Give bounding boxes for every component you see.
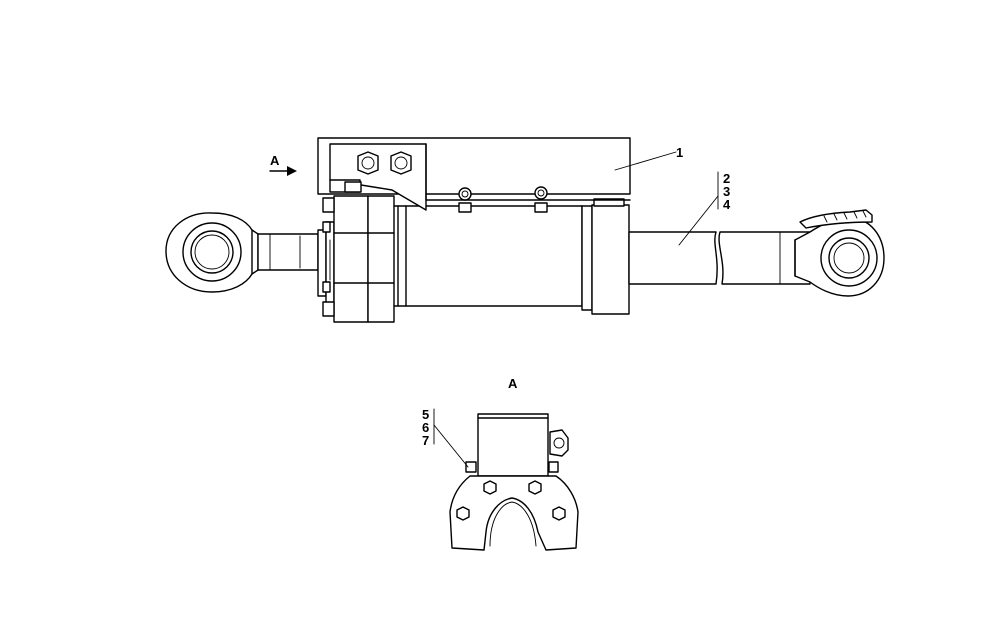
sensor-housing: [477, 413, 549, 477]
callout-6-label: 6: [422, 420, 429, 435]
view-a-title: A: [508, 376, 518, 391]
callout-2-label: 2: [723, 171, 730, 186]
callout-4-label: 4: [723, 197, 731, 212]
callout-5-label: 5: [422, 407, 429, 422]
mounting-flange: [449, 475, 579, 551]
callout-7-label: 7: [422, 433, 429, 448]
callout-1: 1: [614, 145, 683, 171]
view-arrow-label: A: [270, 153, 280, 168]
cylinder-barrel: [393, 205, 583, 307]
right-rod-eye: [794, 209, 885, 297]
valve-block: [317, 137, 631, 213]
callout-3-label: 3: [723, 184, 730, 199]
left-rod-eye: [165, 212, 259, 293]
left-rod: [257, 233, 319, 271]
callout-1-label: 1: [676, 145, 683, 160]
left-end-cap: [317, 195, 395, 323]
side-fitting: [549, 429, 569, 457]
view-a-arrow: A: [269, 153, 297, 176]
right-rod: [628, 231, 811, 285]
right-gland: [581, 198, 630, 315]
callout-2-3-4: 2 3 4: [678, 171, 731, 246]
detail-view-a: A 5 6 7: [422, 376, 579, 551]
cylinder-assembly: A 1 2 3 4: [165, 137, 885, 323]
